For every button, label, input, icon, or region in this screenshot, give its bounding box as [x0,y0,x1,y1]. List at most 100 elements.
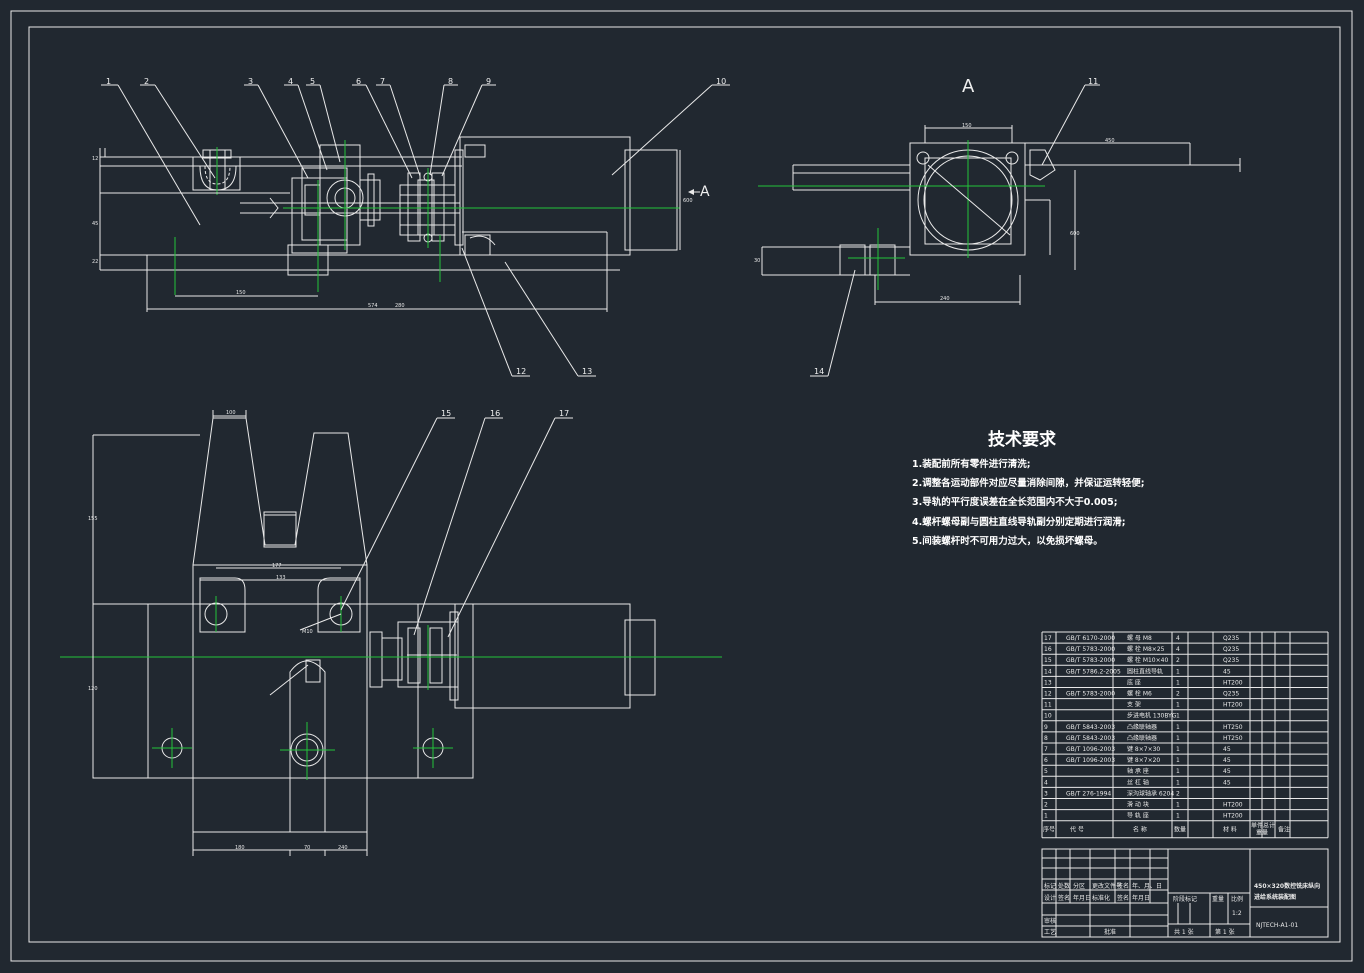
tb-title-2: 进给系统装配图 [1254,893,1296,901]
callout-2: 2 [144,77,149,86]
dim-plan-7: 240 [338,845,348,851]
dim-top-1: 150 [236,290,246,296]
side-callouts: 11 14 [810,77,1100,377]
dim-plan-3: 120 [88,686,98,692]
dim-top-5: 45 [92,221,98,227]
outer-border [10,10,1353,962]
bom-cell-qty: 2 [1176,691,1180,698]
tb-weight: 重量 [1212,895,1224,903]
dim-plan-8: 70 [304,845,310,851]
bom-cell-mat: HT200 [1223,813,1243,820]
bom-cell-mat: 45 [1223,779,1231,786]
bom-cell-qty: 1 [1176,735,1180,742]
section-label: A [962,76,975,97]
bom-cell-name: 轴 承 座 [1127,767,1149,775]
bom-cell-mat: 45 [1223,757,1231,764]
tech-requirements: 技术要求 1.装配前所有零件进行清洗; 2.调整各运动部件对应尽量消除间隙，并保… [912,429,1145,547]
callout-1: 1 [106,77,111,86]
bom-cell-qty: 4 [1176,646,1180,653]
bom-cell-no: 6 [1044,757,1048,764]
callout-9: 9 [486,77,491,86]
bom-cell-std: GB/T 5843-2003 [1066,724,1115,731]
bom-cell-mat: HT200 [1223,802,1243,809]
dim-top-2: 280 [395,303,405,309]
bom-cell-qty: 2 [1176,790,1180,797]
callout-3: 3 [248,77,253,86]
bom-header-name: 名 称 [1133,826,1147,834]
tb-design-1: 签名 [1058,894,1070,902]
bom-cell-mat: Q235 [1223,657,1239,664]
dim-top-6: 22 [92,259,98,265]
tb-change-2: 分区 [1073,882,1085,890]
inner-border [28,26,1341,943]
bom-cell-name: 导 轨 座 [1127,812,1149,820]
section-arrow [688,189,694,195]
bom-cell-mat: Q235 [1223,691,1239,698]
tb-check: 审核 [1044,917,1056,925]
tb-approve: 批准 [1104,928,1116,936]
callout-6: 6 [356,77,361,86]
tb-design-2: 年月日 [1073,894,1091,902]
bom-cell-qty: 1 [1176,768,1180,775]
bom-cell-no: 17 [1044,635,1052,642]
callout-17: 17 [559,409,569,418]
tb-sheets-total: 共 1 张 [1174,928,1194,936]
bom-cell-no: 3 [1044,790,1048,797]
dim-side-4: 30 [754,258,760,264]
tech-req-1: 1.装配前所有零件进行清洗; [912,458,1031,470]
tech-requirements-title: 技术要求 [988,429,1056,450]
arrow-label: A [700,184,710,200]
bom-cell-mat: HT200 [1223,679,1243,686]
tb-sheet-no: 第 1 张 [1215,928,1235,936]
bom-cell-name: 键 8×7×20 [1127,756,1160,764]
bom-cell-qty: 1 [1176,813,1180,820]
callout-10: 10 [716,77,726,86]
tb-design-0: 设计 [1044,894,1056,902]
side-view: A 150 450 240 [754,76,1241,305]
callout-15: 15 [441,409,451,418]
bom-cell-name: 凸缘联轴器 [1127,723,1157,731]
dim-plan-6: 133 [276,575,286,581]
bom-cell-std: GB/T 5843-2003 [1066,735,1115,742]
bom-cell-no: 7 [1044,746,1048,753]
bom-cell-qty: 4 [1176,635,1180,642]
tb-scale-label: 比例 [1231,895,1243,903]
bom-header-note: 备注 [1278,826,1290,834]
tb-process: 工艺 [1044,928,1056,936]
dim-top-7: 600 [683,198,693,204]
tb-change-5: 年、月、日 [1132,882,1162,890]
tech-req-2: 2.调整各运动部件对应尽量消除间隙，并保证运转轻便; [912,477,1145,489]
tb-change-4: 签名 [1117,882,1129,890]
bom-cell-mat: HT250 [1223,724,1243,731]
tech-req-5: 5.间装螺杆时不可用力过大，以免损坏螺母。 [912,535,1103,547]
bom-cell-no: 11 [1044,702,1052,709]
bom-cell-no: 1 [1044,813,1048,820]
bom-cell-name: 支 架 [1127,701,1141,709]
bom-cell-std: GB/T 5786.2-2005 [1066,668,1121,675]
bom-cell-name: 步进电机 130BYG [1127,712,1177,720]
tb-title-1: 450×320数控铣床纵向 [1254,882,1320,890]
front-callouts: 1 2 3 4 5 6 7 8 9 10 12 13 [101,77,730,377]
dim-top-3: 574 [368,303,378,309]
dim-side-2: 450 [1105,138,1115,144]
dim-plan-4: 180 [235,845,245,851]
bom-cell-no: 8 [1044,735,1048,742]
bom-cell-no: 2 [1044,802,1048,809]
bom-cell-name: 凸缘联轴器 [1127,734,1157,742]
bom-cell-std: GB/T 1096-2003 [1066,757,1115,764]
tb-change-1: 处数 [1058,882,1070,890]
front-view: 150 280 574 12 45 22 600 A [92,136,710,312]
bom-header-weight: 重量 [1256,829,1268,837]
bom-cell-qty: 2 [1176,657,1180,664]
callout-16: 16 [490,409,500,418]
bom-cell-name: 圆柱直线导轨 [1127,667,1163,675]
bom-header-qty: 数量 [1174,826,1186,834]
tech-req-3: 3.导轨的平行度误差在全长范围内不大于0.005; [912,496,1118,508]
bom-cell-mat: Q235 [1223,646,1239,653]
bom-cell-qty: 1 [1176,724,1180,731]
bom-cell-no: 12 [1044,691,1052,698]
bom-cell-std: GB/T 276-1994 [1066,790,1111,797]
bom-cell-name: 深沟球轴承 6204 [1127,789,1174,797]
